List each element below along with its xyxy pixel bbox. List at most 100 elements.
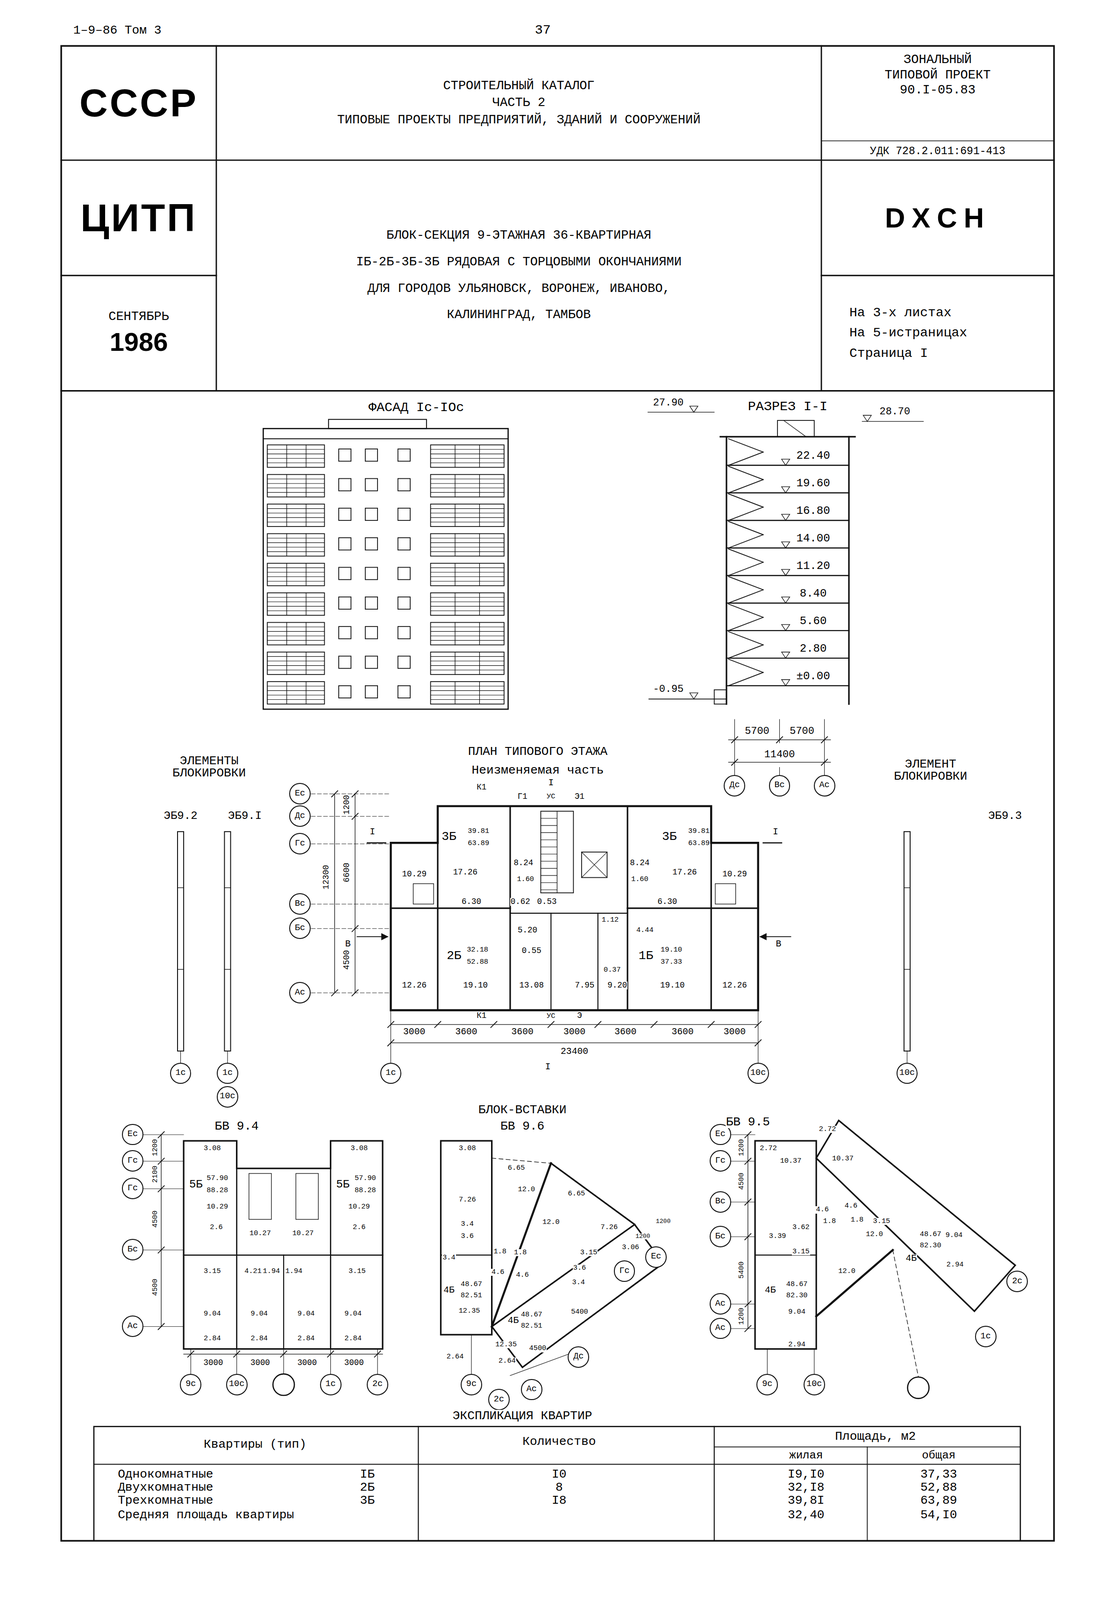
axis-marker: 9с	[179, 1374, 202, 1396]
header-text: УДК 728.2.011:691-413	[869, 145, 1006, 158]
drawing-label: 10.27	[249, 1230, 272, 1238]
drawing-label: 1200	[738, 1139, 746, 1158]
header-text: Страница I	[849, 343, 928, 364]
drawing-label: 1200	[634, 1233, 651, 1240]
axis-marker: 10с	[747, 1062, 770, 1085]
facade-drawing	[267, 504, 325, 527]
facade-drawing	[338, 567, 351, 580]
dimension-line	[754, 1039, 762, 1047]
drawing-label: 3600	[511, 1027, 535, 1038]
axis-marker: 1с	[975, 1325, 997, 1348]
drawing-label: 2.94	[787, 1341, 806, 1349]
drawing-label: 4500	[151, 1210, 159, 1229]
facade-drawing	[306, 474, 307, 498]
facade-drawing	[365, 597, 378, 610]
drawing-label: 3600	[454, 1027, 478, 1038]
section-drawing	[863, 415, 872, 422]
drawing-label: 3.4	[460, 1220, 474, 1228]
facade-drawing	[430, 660, 505, 662]
section-drawing	[728, 604, 763, 618]
drawing-label: 3.08	[349, 1145, 369, 1153]
drawing-label: 6.65	[507, 1164, 526, 1172]
drawing-label: 5.60	[799, 615, 828, 627]
axis-label: Ес	[715, 1130, 726, 1140]
drawing-label: Э1	[574, 792, 585, 801]
drawing-label: 3.06	[621, 1244, 640, 1252]
section-drawing	[781, 679, 790, 686]
axis-label: Ас	[526, 1385, 537, 1395]
dimension-line	[708, 1021, 715, 1028]
drawing-label: 10.29	[348, 1203, 371, 1211]
facade-drawing	[267, 563, 325, 586]
facade-drawing	[338, 508, 351, 521]
section-drawing	[781, 624, 790, 631]
facade-drawing	[267, 474, 325, 498]
facade-drawing	[267, 517, 325, 518]
section-drawing	[783, 420, 806, 437]
facade-drawing	[286, 622, 287, 645]
header-text: На 3-х листах	[849, 302, 952, 323]
axis-marker: 9с	[460, 1374, 483, 1396]
facade-drawing	[454, 622, 456, 645]
table-grid	[866, 1446, 868, 1541]
dimension-line	[779, 719, 780, 743]
facade-drawing	[267, 685, 325, 687]
axis-label: Ас	[819, 781, 830, 791]
dimension-line	[747, 1134, 748, 1329]
drawing-label: 10.37	[831, 1155, 855, 1163]
header-text: БЛОК-СЕКЦИЯ 9-ЭТАЖНАЯ 36-КВАРТИРНАЯ IБ-2…	[344, 222, 693, 329]
facade-drawing	[267, 626, 325, 627]
dimension-line	[490, 1021, 497, 1028]
section-drawing	[726, 685, 849, 687]
facade-drawing	[263, 438, 508, 440]
facade-drawing	[267, 512, 325, 514]
dimension-line	[754, 1021, 762, 1028]
facade-drawing	[306, 533, 307, 556]
axis-label: Вс	[715, 1197, 726, 1207]
section-drawing	[726, 657, 849, 659]
drawing-label: 3.39	[768, 1232, 787, 1240]
axis-label: Ас	[127, 1322, 138, 1332]
header-cell: СТРОИТЕЛЬНЫЙ КАТАЛОГЧАСТЬ 2ТИПОВЫЕ ПРОЕК…	[216, 45, 822, 161]
drawing-label: 10.37	[779, 1157, 803, 1165]
section-drawing	[648, 698, 727, 700]
facade-drawing	[454, 592, 456, 616]
dimension-line	[387, 1039, 394, 1047]
sheet-frame	[61, 159, 1055, 162]
drawing-label: 1.60	[516, 876, 535, 884]
dimension-line	[731, 1202, 755, 1203]
facade-drawing	[267, 660, 325, 662]
section-drawing	[728, 452, 763, 466]
axis-label: Гс	[127, 1184, 138, 1194]
facade-drawing	[267, 699, 325, 700]
facade-drawing	[479, 533, 480, 556]
drawing-label: 12300	[322, 864, 331, 891]
axis-label: Гс	[294, 839, 306, 849]
dimension-line	[731, 1236, 755, 1238]
drawing-label: 48.67	[460, 1281, 483, 1289]
dimension-line	[434, 1021, 441, 1028]
axis-marker: Дс	[567, 1346, 590, 1368]
drawing-label: 4.44	[635, 926, 655, 934]
facade-drawing	[267, 551, 325, 552]
drawing-label: Площадь, м2	[834, 1430, 917, 1443]
drawing-label: БВ 9.4	[214, 1120, 260, 1133]
section-drawing	[781, 541, 790, 549]
header-cell: ЗОНАЛЬНЫЙ ТИПОВОЙ ПРОЕКТ90.I-05.83УДК 72…	[821, 45, 1055, 161]
drawing-label: общая	[921, 1450, 956, 1462]
axis-marker: Вс	[709, 1191, 732, 1213]
dimension-line	[779, 767, 780, 776]
floor-plan	[390, 806, 758, 1011]
blocking-element	[227, 1051, 228, 1063]
dimension-line	[548, 1021, 555, 1028]
axis-marker: Ес	[289, 783, 311, 805]
facade-drawing	[430, 635, 505, 637]
drawing-label: Э	[576, 1011, 583, 1020]
facade-drawing	[398, 537, 411, 550]
drawing-label: 7.95	[574, 981, 595, 990]
axis-marker: Бс	[121, 1239, 144, 1261]
drawing-label: 10.27	[292, 1230, 315, 1238]
drawing-label: К1	[476, 1011, 487, 1020]
section-drawing	[781, 569, 790, 576]
axis-marker: 2с	[366, 1374, 389, 1396]
